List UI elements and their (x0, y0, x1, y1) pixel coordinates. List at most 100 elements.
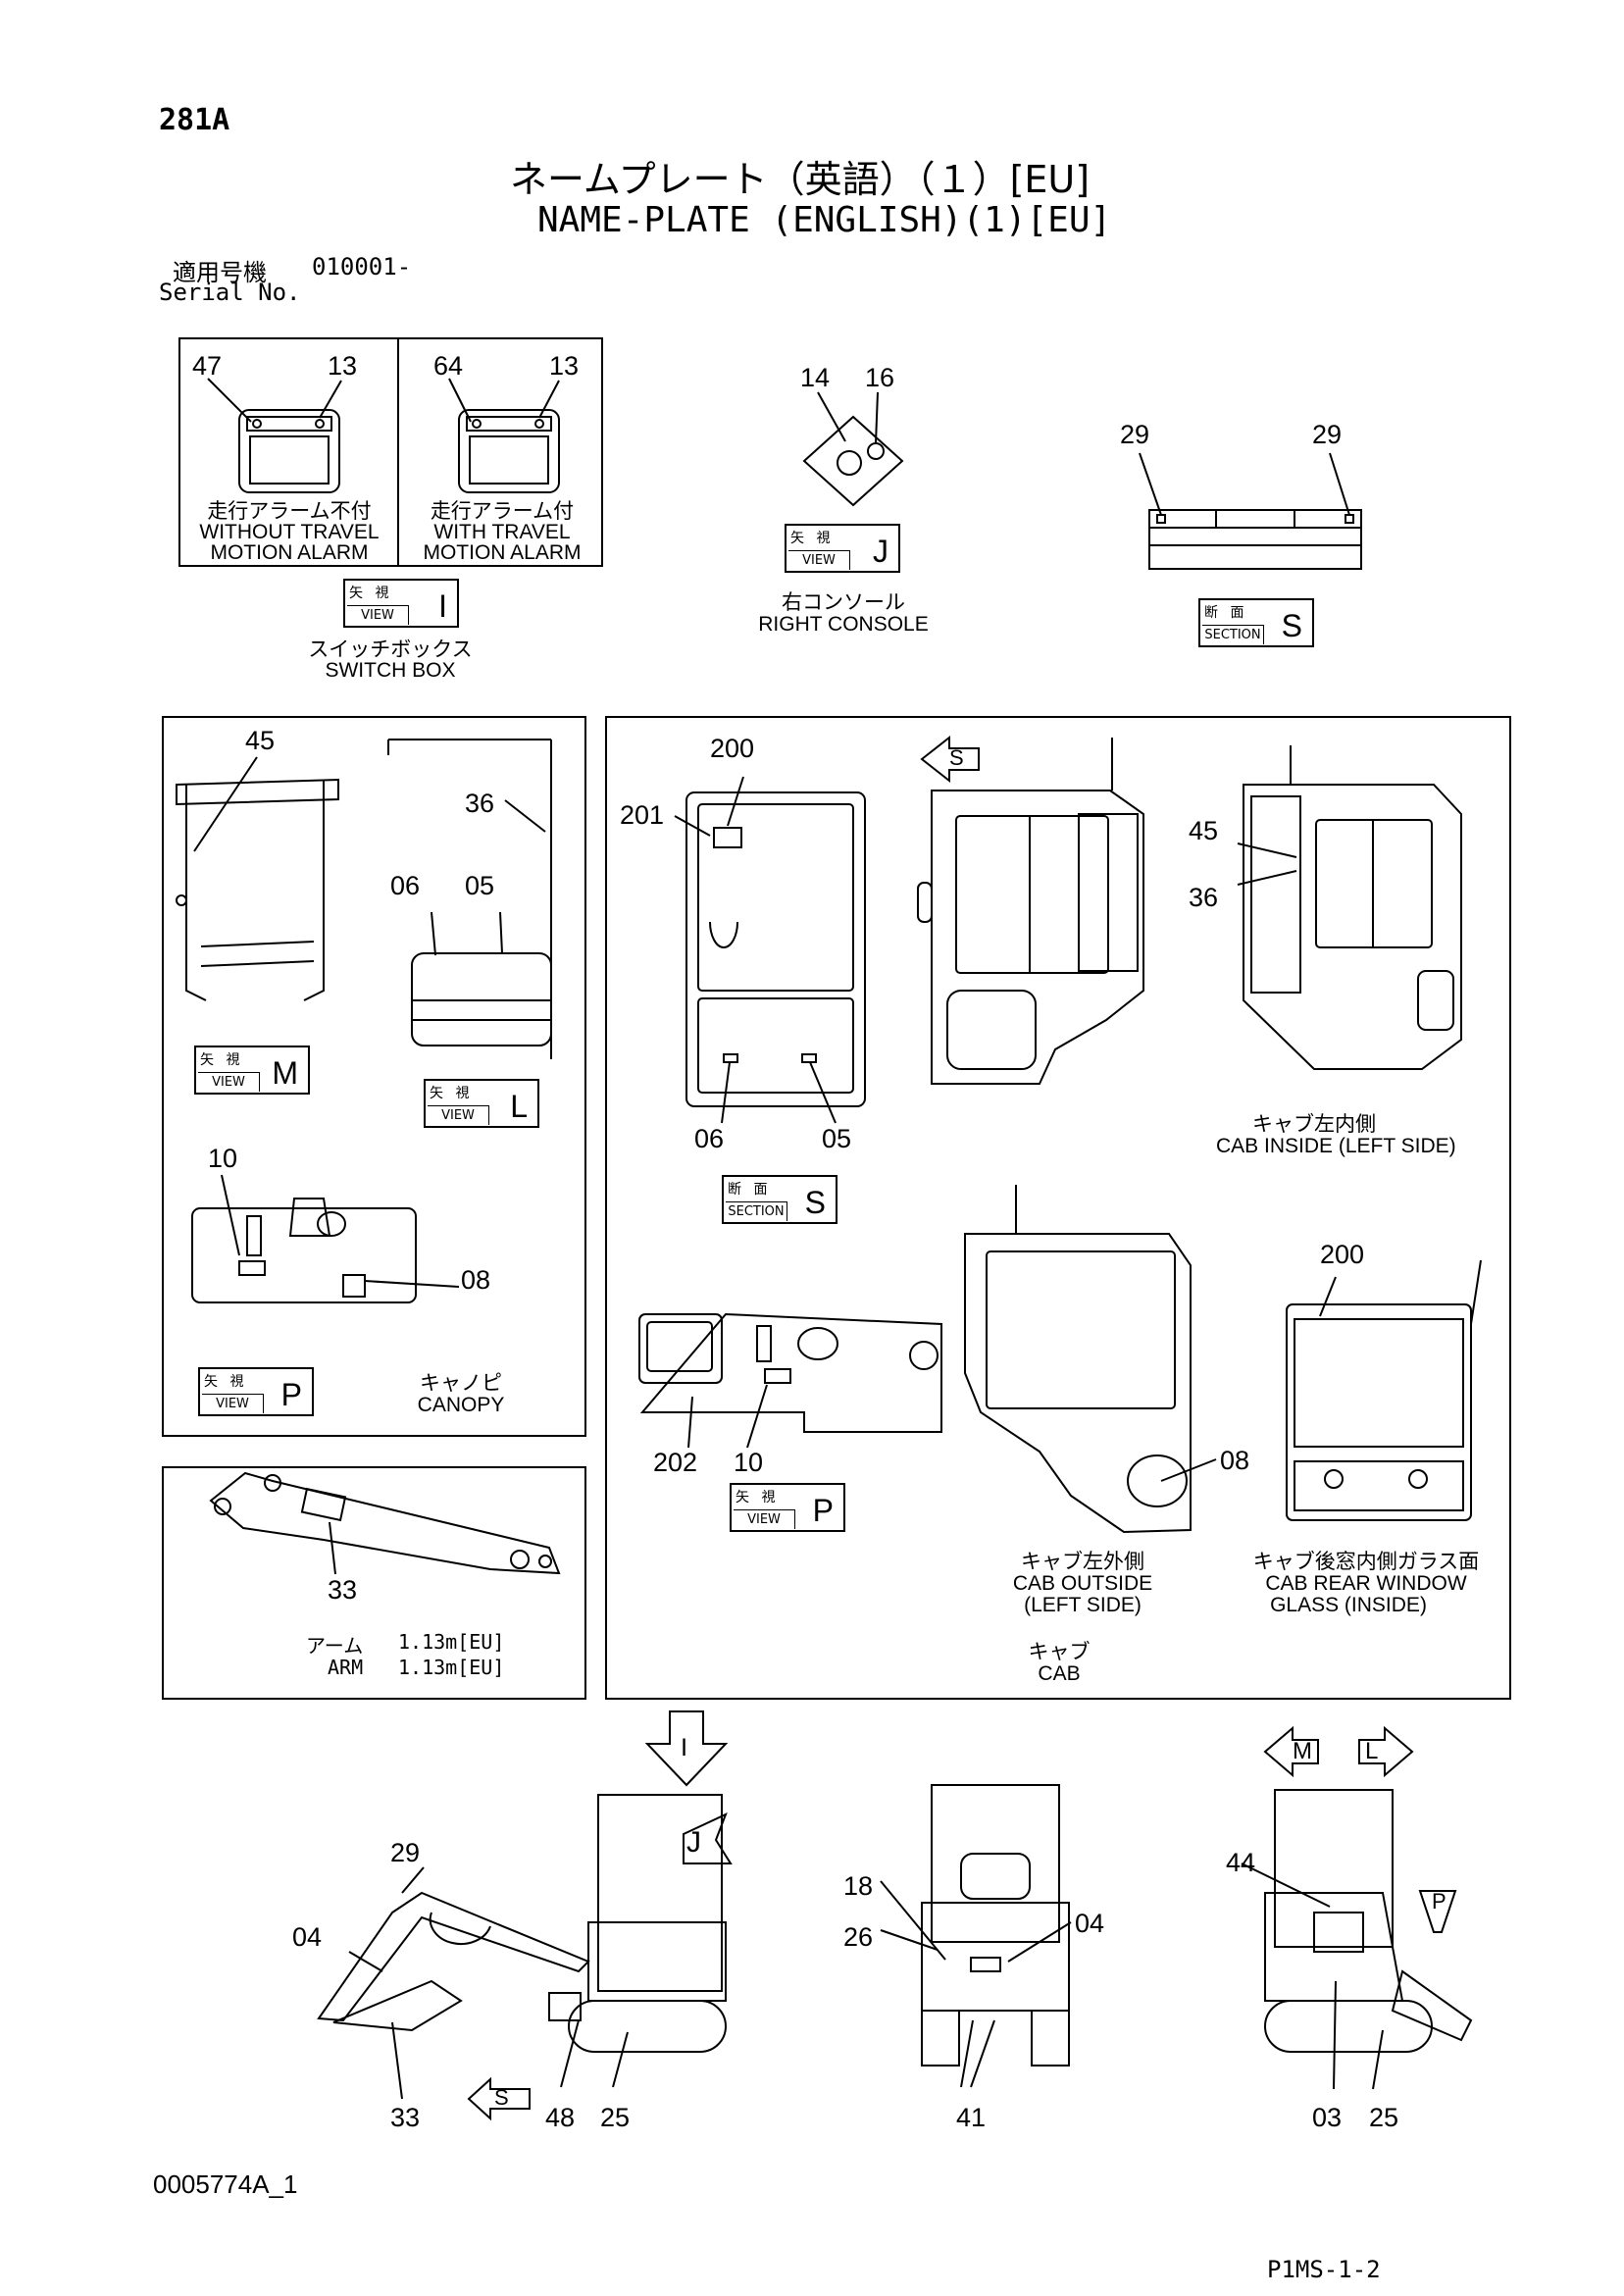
part-number: 13 (549, 351, 580, 381)
part-number: 33 (328, 1575, 358, 1605)
part-number: 47 (192, 351, 223, 381)
caption: RIGHT CONSOLE (758, 613, 929, 636)
section-s-drawing (1139, 452, 1362, 570)
arrow-s-letter: S (494, 2085, 509, 2110)
part-number: 29 (1120, 420, 1150, 449)
caption: 走行アラーム不付 (207, 500, 372, 523)
part-number: 25 (600, 2103, 631, 2132)
part-number: 18 (843, 1871, 874, 1901)
part-number: 64 (433, 351, 464, 381)
arm-value-jp: 1.13m[EU] (398, 1630, 505, 1654)
canopy-frame-drawing (176, 756, 339, 1001)
part-number: 45 (1189, 816, 1219, 845)
cab-rear-drawing (1286, 1259, 1482, 1521)
arm-label-jp: アーム (306, 1634, 364, 1658)
arrow-p (1418, 1890, 1457, 1933)
drawing-number: 0005774A_1 (153, 2169, 298, 2199)
view-tag-jp: 矢 視 (790, 531, 835, 546)
view-tag-letter: J (873, 534, 888, 569)
serial-label-jp: 適用号機 (173, 259, 267, 286)
section-tag-s-cab: 断 面 SECTION S (722, 1175, 837, 1224)
view-tag-jp: 矢 視 (736, 1490, 780, 1505)
cab-door-drawing (674, 776, 866, 1124)
caption: MOTION ALARM (210, 541, 369, 564)
machine-rear-drawing (1241, 1789, 1473, 2090)
part-number: 200 (1320, 1240, 1365, 1269)
part-number: 25 (1369, 2103, 1399, 2132)
view-tag-m: 矢 視 VIEW M (194, 1046, 310, 1095)
part-number: 202 (653, 1448, 698, 1477)
arrow-i-letter: I (681, 1734, 688, 1761)
part-number: 06 (694, 1124, 725, 1153)
caption: キャブ左外側 (1021, 1551, 1144, 1573)
page-code: 281A (159, 103, 230, 137)
arrow-s-machine (467, 2076, 531, 2121)
caption: キャノピ (420, 1372, 502, 1395)
caption: WITHOUT TRAVEL (199, 521, 380, 543)
serial-value: 010001- (312, 253, 412, 281)
part-number: 48 (545, 2103, 576, 2132)
part-number: 05 (465, 871, 495, 900)
caption: SWITCH BOX (325, 659, 456, 682)
caption: CAB INSIDE (LEFT SIDE) (1216, 1135, 1456, 1157)
cab-inside-drawing (1237, 745, 1462, 1070)
switch-box-frame (178, 337, 603, 567)
view-tag-en: VIEW (202, 1394, 264, 1413)
arrow-s-cab-letter: S (949, 745, 964, 770)
cab-console-drawing (638, 1312, 942, 1449)
caption: キャブ左内側 (1252, 1113, 1376, 1136)
part-number: 201 (620, 800, 665, 830)
arm-value-en: 1.13m[EU] (398, 1656, 505, 1679)
arrow-l (1358, 1725, 1414, 1778)
caption: CAB REAR WINDOW (1265, 1572, 1467, 1595)
view-tag-en: SECTION (1202, 625, 1264, 644)
view-tag-jp: 矢 視 (204, 1374, 248, 1390)
caption: スイッチボックス (308, 638, 473, 661)
part-number: 04 (292, 1922, 323, 1952)
cab-frame (605, 716, 1511, 1700)
part-number: 44 (1226, 1848, 1256, 1877)
part-number: 29 (1312, 420, 1343, 449)
caption: MOTION ALARM (423, 541, 582, 564)
part-number: 45 (245, 726, 276, 755)
view-tag-en: SECTION (726, 1201, 787, 1221)
part-number: 06 (390, 871, 421, 900)
view-l-drawing (387, 739, 552, 1059)
view-tag-jp: 断 面 (728, 1182, 772, 1198)
view-tag-letter: M (272, 1055, 298, 1091)
view-tag-jp: 矢 視 (349, 586, 393, 601)
arrow-p-letter: P (1432, 1889, 1446, 1913)
part-number: 33 (390, 2103, 421, 2132)
caption: CANOPY (417, 1394, 505, 1416)
view-tag-en: VIEW (347, 605, 409, 625)
arrow-j-letter: J (686, 1826, 701, 1859)
canopy-console-drawing (191, 1174, 460, 1303)
view-tag-letter: P (280, 1377, 302, 1412)
caption: CAB OUTSIDE (1012, 1572, 1153, 1595)
switch-box-divider (397, 337, 399, 567)
arrow-s-cab (920, 735, 980, 784)
view-tag-j: 矢 視 VIEW J (785, 524, 900, 573)
view-tag-jp: 矢 視 (200, 1052, 244, 1068)
part-number: 08 (461, 1265, 491, 1295)
part-number: 26 (843, 1922, 874, 1952)
view-tag-en: VIEW (198, 1072, 260, 1092)
part-number: 29 (390, 1838, 421, 1867)
arrow-l-letter: L (1365, 1738, 1379, 1764)
section-tag-s: 断 面 SECTION S (1198, 598, 1314, 647)
page-number: P1MS-1-2 (1267, 2256, 1381, 2283)
part-number: 200 (710, 734, 755, 763)
machine-front-drawing (880, 1784, 1072, 2088)
part-number: 10 (734, 1448, 764, 1477)
arrow-m-letter: M (1293, 1738, 1312, 1764)
arm-drawing (209, 1471, 561, 1575)
title-english: NAME-PLATE (ENGLISH)(1)[EU] (537, 200, 1112, 240)
part-number: 16 (865, 363, 895, 392)
machine-side-drawing (317, 1794, 727, 2100)
part-number: 08 (1220, 1446, 1250, 1475)
part-number: 41 (956, 2103, 987, 2132)
arm-frame (162, 1466, 586, 1700)
arrow-j (683, 1812, 733, 1864)
arrow-m (1263, 1725, 1319, 1778)
